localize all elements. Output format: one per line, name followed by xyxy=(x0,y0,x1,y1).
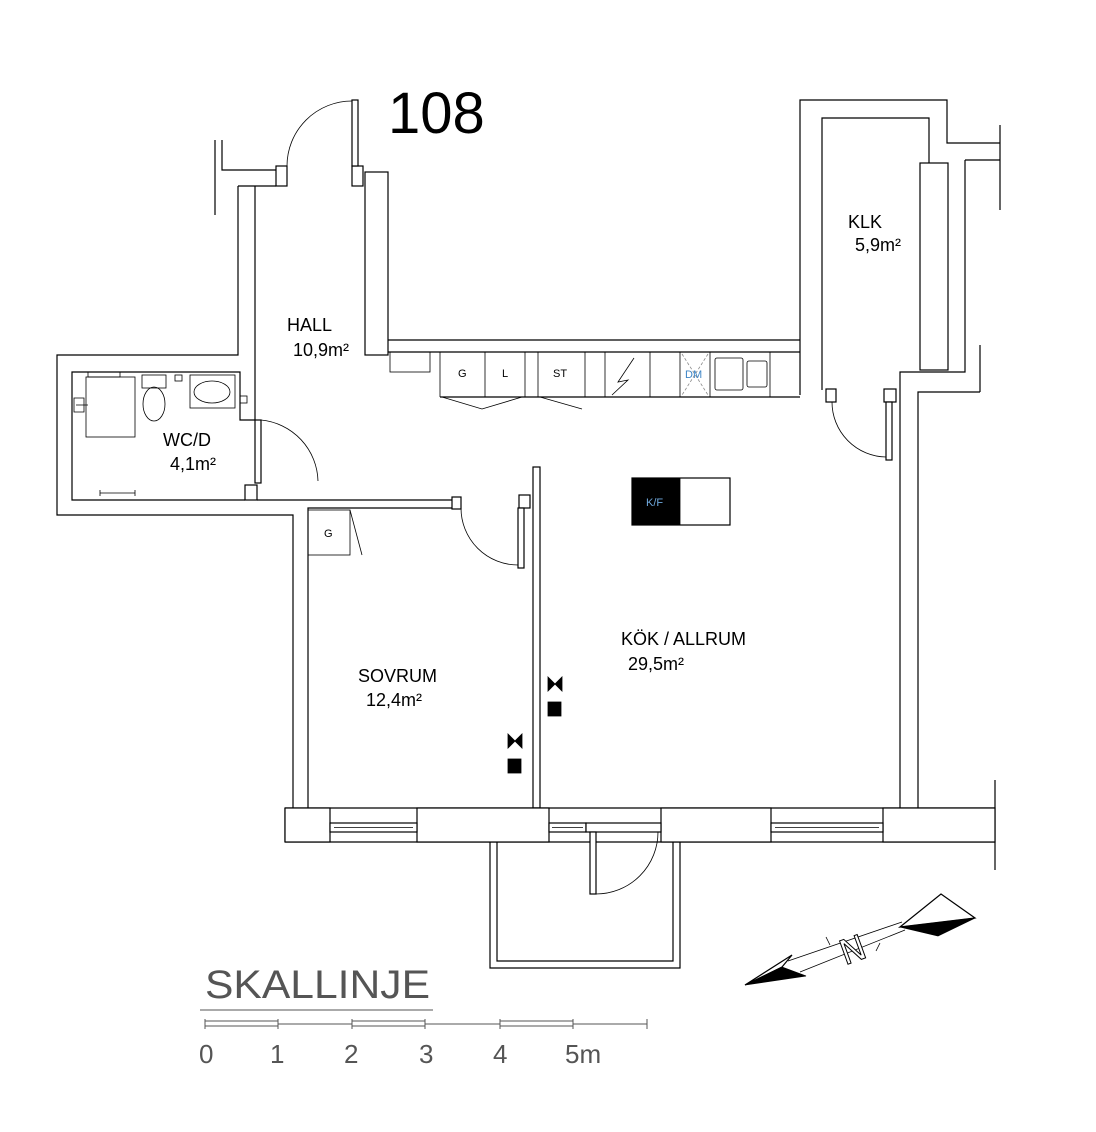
closet-door xyxy=(349,509,363,556)
room-area-klk: 5,9m² xyxy=(855,235,901,255)
toilet-bowl xyxy=(142,386,166,422)
appliance-label-l: L xyxy=(502,368,508,380)
wc-fixtures xyxy=(73,371,248,496)
bedroom-door xyxy=(460,507,525,569)
kitchen-counter: G L ST DM xyxy=(388,339,800,410)
south-wall-segment xyxy=(882,807,996,843)
klk-door-jamb-right xyxy=(883,388,897,403)
shower-rail xyxy=(87,371,121,378)
scale-label: 4 xyxy=(493,1039,507,1069)
klk-walls xyxy=(799,99,1001,808)
south-wall-outline xyxy=(284,780,996,870)
bedroom-closet: G xyxy=(307,509,351,556)
room-name-wc: WC/D xyxy=(163,430,211,450)
island-label-kf: K/F xyxy=(646,497,663,509)
south-wall-segment xyxy=(284,807,331,843)
balcony-door-frame xyxy=(585,822,662,833)
window-kitchen xyxy=(770,822,884,833)
appliance-label-st: ST xyxy=(553,368,567,380)
room-name-klk: KLK xyxy=(848,212,882,232)
room-name-sovrum: SOVRUM xyxy=(358,666,437,686)
north-arrow-tail-black xyxy=(744,966,807,986)
kitchen-island: K/F xyxy=(631,477,731,526)
window-small xyxy=(548,822,587,833)
outlet-symbol-kitchen xyxy=(547,676,563,717)
klk-door-jamb-left xyxy=(825,388,837,403)
wash-basin xyxy=(189,374,236,409)
unit-number: 108 xyxy=(388,81,485,146)
wc-door-jamb xyxy=(244,484,258,501)
hall-east-wall xyxy=(364,171,389,356)
room-area-kok: 29,5m² xyxy=(628,654,684,674)
shower-faucet-icon xyxy=(73,397,88,413)
scale-title: SKALLINJE xyxy=(205,963,430,1007)
balcony-door xyxy=(589,831,659,895)
entrance-jamb-left xyxy=(275,165,288,187)
stove-icon xyxy=(611,357,635,396)
scale-label: 0 xyxy=(199,1039,213,1069)
doors xyxy=(254,99,893,895)
toilet-tank xyxy=(141,374,167,389)
klk-door xyxy=(831,401,893,461)
bedroom-door-jamb-right xyxy=(518,494,531,509)
scale-label: 3 xyxy=(419,1039,433,1069)
scale-label: 2 xyxy=(344,1039,358,1069)
appliance-label-g: G xyxy=(458,368,467,380)
room-area-hall: 10,9m² xyxy=(293,340,349,360)
walls xyxy=(56,99,1001,870)
towel-rail xyxy=(99,490,136,496)
room-name-kok: KÖK / ALLRUM xyxy=(621,629,746,649)
room-area-wc: 4,1m² xyxy=(170,454,216,474)
bedroom-door-jamb-left xyxy=(451,496,462,510)
north-arrow-brackets xyxy=(825,936,881,952)
sink-basin-large xyxy=(714,357,744,391)
closet-label-g: G xyxy=(324,528,333,540)
room-name-hall: HALL xyxy=(287,315,332,335)
counter-box xyxy=(389,351,431,373)
south-wall-segment xyxy=(416,807,550,843)
partition-wall xyxy=(532,466,541,809)
north-arrow-head-black xyxy=(899,917,976,937)
wc-door xyxy=(254,419,319,484)
north-arrow-shaft xyxy=(787,921,906,973)
scale-label: 1 xyxy=(270,1039,284,1069)
scale-bar: SKALLINJE 0 1 2 3 4 5m xyxy=(199,963,648,1069)
wash-basin-bowl xyxy=(193,380,231,404)
appliance-label-dm: DM xyxy=(685,369,702,381)
entrance-door xyxy=(286,99,359,167)
fridge-freezer xyxy=(631,477,681,526)
south-wall-segment xyxy=(660,807,772,843)
west-wall xyxy=(56,140,452,808)
small-fixture xyxy=(174,374,183,382)
klk-wardrobe xyxy=(919,162,949,371)
entrance-jamb-right xyxy=(351,165,364,187)
dishwasher xyxy=(681,353,709,396)
outlet-symbol-bedroom xyxy=(507,733,523,774)
sink-basin-small xyxy=(746,360,768,388)
room-area-sovrum: 12,4m² xyxy=(366,690,422,710)
scale-label: 5m xyxy=(565,1039,601,1069)
wall-fixture xyxy=(239,395,248,404)
window-bedroom xyxy=(329,822,418,833)
cabinet-swing-lines xyxy=(441,396,583,410)
balcony xyxy=(489,842,681,969)
